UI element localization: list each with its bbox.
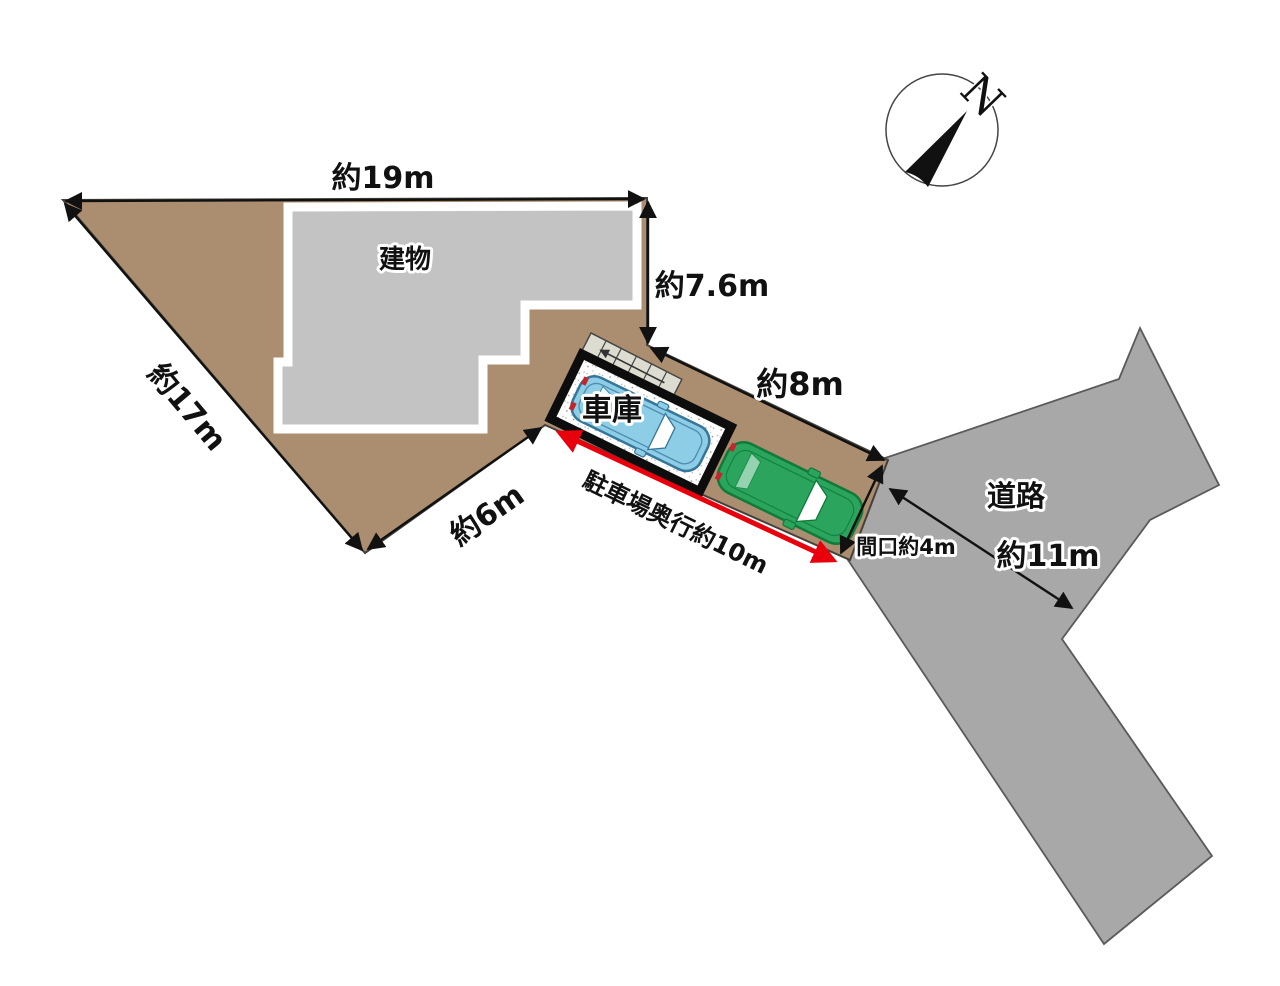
dim-line-17m	[63, 202, 364, 552]
dim-line-11m	[888, 487, 1074, 610]
dim-label-19m: 約19m	[331, 161, 434, 196]
dim-line-6m	[366, 426, 543, 551]
road-area	[846, 325, 1221, 946]
dim-label-8m: 約8m	[756, 365, 844, 403]
compass-icon: N	[885, 63, 1015, 187]
compass-needle	[905, 111, 967, 187]
dim-line-8m	[649, 346, 886, 462]
road-label: 道路	[987, 479, 1046, 513]
parking-depth-arrow	[555, 430, 838, 563]
dim-line-19m	[64, 190, 646, 210]
compass-circle	[885, 73, 999, 187]
dim-label-11m: 約11m	[996, 539, 1099, 574]
building-label: 建物	[379, 245, 431, 275]
dim-line-frontage-4m	[839, 464, 884, 555]
frontage-label: 間口約4m	[856, 535, 956, 559]
garage-label: 車庫	[582, 393, 642, 428]
dim-label-7-6m: 約7.6m	[655, 269, 769, 304]
